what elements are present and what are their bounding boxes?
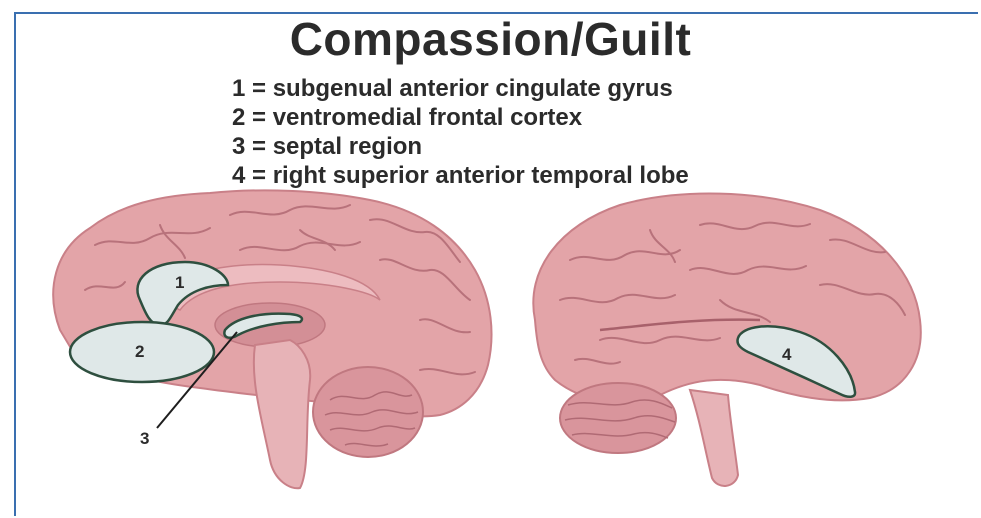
lateral-cerebrum xyxy=(533,194,920,403)
medial-cerebellum xyxy=(313,367,423,457)
medial-brain-view: 1 2 3 xyxy=(53,190,491,488)
region-3-label: 3 xyxy=(140,429,149,448)
lateral-cerebellum xyxy=(560,383,676,453)
lateral-brainstem xyxy=(690,390,738,486)
region-1-label: 1 xyxy=(175,273,184,292)
brainstem xyxy=(254,340,310,488)
lateral-brain-view: 4 xyxy=(533,194,920,486)
region-4-label: 4 xyxy=(782,345,792,364)
region-2-label: 2 xyxy=(135,342,144,361)
